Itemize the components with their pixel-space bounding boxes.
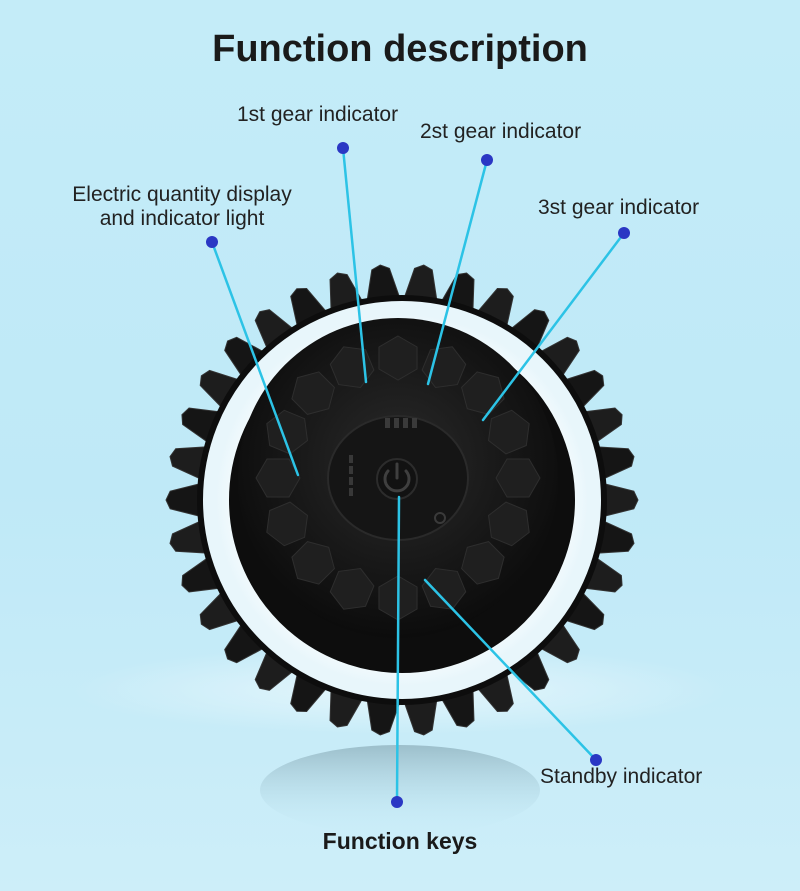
inner-nub <box>266 501 308 547</box>
callout-line-gear2 <box>426 158 489 386</box>
device-reflection <box>260 745 540 835</box>
inner-nub <box>421 568 467 610</box>
label-electric-line2: and indicator light <box>99 207 265 230</box>
battery-marks <box>349 455 353 496</box>
callout-dot-electric <box>206 236 218 248</box>
callout-dot-function-keys <box>391 796 403 808</box>
callout-line-electric <box>210 240 300 477</box>
inner-nub <box>329 568 375 610</box>
callout-lines <box>210 146 626 802</box>
callout-dot-standby <box>590 754 602 766</box>
callout-line-gear1 <box>341 146 368 384</box>
standby-mark <box>434 512 446 524</box>
label-electric: Electric quantity display and indicator … <box>52 183 312 231</box>
light-ring <box>203 301 601 699</box>
inner-nub <box>488 501 530 547</box>
callout-line-function-keys <box>395 495 401 802</box>
control-panel <box>327 415 469 541</box>
label-gear1: 1st gear indicator <box>237 103 399 126</box>
inner-nub <box>461 371 505 415</box>
callout-dot-gear2 <box>481 154 493 166</box>
label-gear2: 2st gear indicator <box>420 120 582 143</box>
inner-nub <box>255 458 301 498</box>
inner-nub <box>291 371 335 415</box>
label-electric-line1: Electric quantity display <box>72 183 292 206</box>
inner-nub <box>488 409 530 455</box>
page-title: Function description <box>212 28 588 70</box>
label-gear3: 3st gear indicator <box>538 196 700 219</box>
inner-nub <box>461 541 505 585</box>
power-icon[interactable] <box>376 458 418 500</box>
label-function-keys: Function keys <box>322 828 478 854</box>
inner-nub <box>291 541 335 585</box>
gear-indicator-marks <box>385 418 417 428</box>
label-standby: Standby indicator <box>540 765 703 788</box>
inner-nub <box>495 458 541 498</box>
inner-nub <box>378 335 418 381</box>
callout-line-standby <box>423 578 598 762</box>
inner-nubs <box>255 335 541 621</box>
callout-dot-gear3 <box>618 227 630 239</box>
callout-line-gear3 <box>481 231 626 422</box>
callout-dot-gear1 <box>337 142 349 154</box>
inner-nub <box>421 346 467 388</box>
callout-dots <box>206 142 630 808</box>
